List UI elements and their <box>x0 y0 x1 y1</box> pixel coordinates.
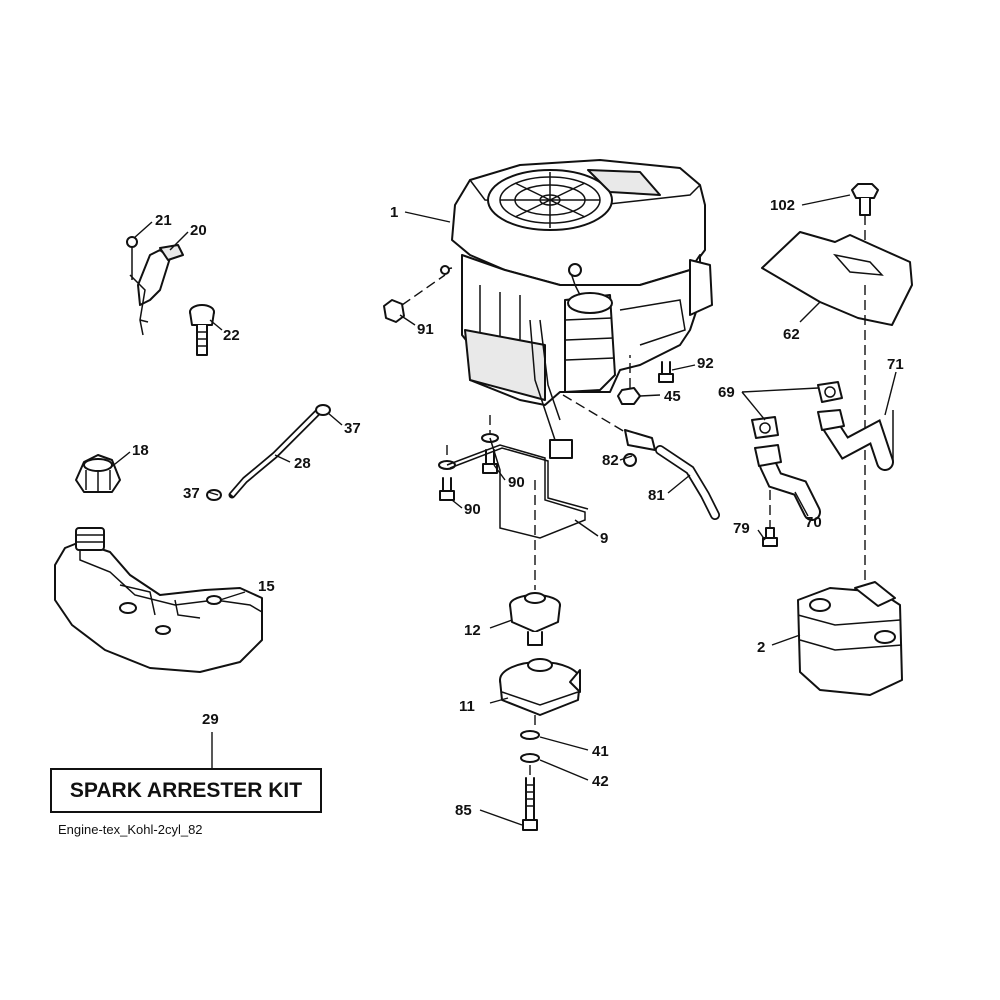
callout-9: 9 <box>600 530 608 547</box>
callout-45: 45 <box>664 388 681 405</box>
plug-91 <box>383 274 446 323</box>
callout-90-lower: 90 <box>464 501 481 518</box>
callout-62: 62 <box>783 326 800 343</box>
callout-42: 42 <box>592 773 609 790</box>
washer-41 <box>520 715 540 740</box>
callout-92: 92 <box>697 355 714 372</box>
nut-45 <box>617 355 641 405</box>
clutch-11 <box>499 658 581 716</box>
callout-71: 71 <box>887 356 904 373</box>
washer-42 <box>520 753 540 763</box>
callout-37-upper: 37 <box>344 420 361 437</box>
callout-81: 81 <box>648 487 665 504</box>
callout-12: 12 <box>464 622 481 639</box>
callout-37-lower: 37 <box>183 485 200 502</box>
knob-102 <box>851 183 879 245</box>
pulley-12 <box>509 480 561 646</box>
engine <box>439 159 713 459</box>
fuel-hose <box>206 404 331 501</box>
callout-22: 22 <box>223 327 240 344</box>
callout-1: 1 <box>390 204 398 221</box>
leader-lines <box>109 194 897 826</box>
bolt-92 <box>658 361 674 383</box>
fuel-cap <box>75 454 121 493</box>
callout-82: 82 <box>602 452 619 469</box>
callout-70: 70 <box>805 514 822 531</box>
callout-numbers: 1 21 20 22 91 92 45 18 37 28 37 90 90 9 … <box>132 197 904 819</box>
throttle-bracket <box>126 236 184 336</box>
muffler <box>797 581 903 696</box>
choke-knob <box>189 304 215 356</box>
callout-41: 41 <box>592 743 609 760</box>
callout-90-upper: 90 <box>508 474 525 491</box>
callout-29: 29 <box>202 711 219 728</box>
exhaust-pipe-71 <box>817 409 894 471</box>
gaskets-69 <box>751 381 843 439</box>
bolt-90-upper <box>481 415 499 474</box>
callout-102: 102 <box>770 197 795 214</box>
callout-11: 11 <box>459 698 475 715</box>
bracket-9 <box>446 437 589 539</box>
spark-arrester-kit-label: SPARK ARRESTER KIT <box>50 768 322 813</box>
drain-hose-81 <box>655 445 720 520</box>
diagram-caption: Engine-tex_Kohl-2cyl_82 <box>58 822 203 837</box>
callout-28: 28 <box>294 455 311 472</box>
callout-69: 69 <box>718 384 735 401</box>
callout-20: 20 <box>190 222 207 239</box>
callout-2: 2 <box>757 639 765 656</box>
callout-91: 91 <box>417 321 434 338</box>
bolt-90-lower <box>438 445 456 501</box>
exhaust-pipe-70 <box>754 444 821 521</box>
callout-18: 18 <box>132 442 149 459</box>
bolt-79 <box>762 490 778 547</box>
fuel-tank <box>54 527 263 673</box>
callout-85: 85 <box>455 802 472 819</box>
callout-79: 79 <box>733 520 750 537</box>
callout-15: 15 <box>258 578 275 595</box>
bolt-85 <box>522 765 538 831</box>
callout-21: 21 <box>155 212 172 229</box>
